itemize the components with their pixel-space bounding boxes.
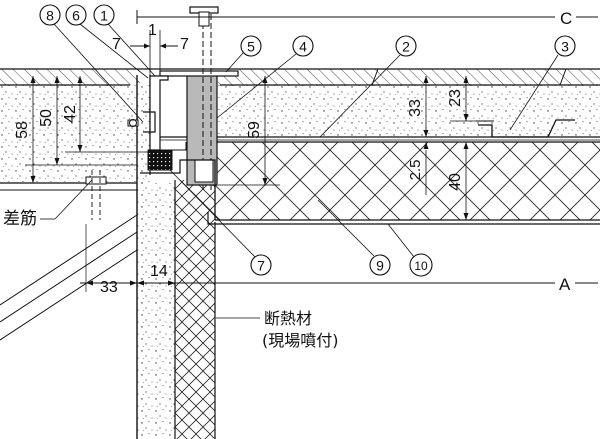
dim-7-right: 7 <box>180 36 189 53</box>
dim-2-5: 2.5 <box>407 160 424 181</box>
rebar-label: 差筋 <box>3 209 37 229</box>
svg-text:3: 3 <box>561 39 569 55</box>
marker-2: 2 <box>319 35 417 138</box>
slab-concrete-right <box>215 85 600 137</box>
marker-7: 7 <box>169 169 272 276</box>
line-c-label: C <box>560 9 572 28</box>
svg-text:5: 5 <box>247 39 255 55</box>
dim-50: 50 <box>38 109 55 127</box>
svg-text:8: 8 <box>46 8 54 24</box>
line-a-label: A <box>559 275 571 294</box>
marker-6: 6 <box>65 4 149 79</box>
svg-text:6: 6 <box>72 8 80 24</box>
marker-3: 3 <box>509 35 576 131</box>
svg-text:2: 2 <box>402 39 410 55</box>
marker-5: 5 <box>225 35 262 73</box>
wall-concrete-top <box>137 75 150 185</box>
dim-59: 59 <box>246 121 263 139</box>
svg-text:10: 10 <box>414 259 428 273</box>
marker-9: 9 <box>317 199 391 276</box>
dim-40: 40 <box>447 173 464 191</box>
marker-8: 8 <box>39 4 144 123</box>
foam-joint <box>147 149 173 171</box>
rebar-nut <box>85 176 107 185</box>
wall-concrete <box>137 183 175 439</box>
dim-42: 42 <box>62 105 79 123</box>
dim-58: 58 <box>14 121 31 139</box>
top-finish-hatch <box>0 69 600 85</box>
lower-bolt <box>194 159 214 183</box>
edge-channel <box>149 75 169 151</box>
svg-text:4: 4 <box>299 39 307 55</box>
dim-7-left: 7 <box>112 36 121 53</box>
marker-4: 4 <box>216 35 314 119</box>
top-bolt-nut <box>198 11 210 27</box>
slab-concrete-left <box>0 85 137 183</box>
dim-1: 1 <box>148 22 157 39</box>
insulation-note: (現場噴付) <box>262 331 339 350</box>
dim-14: 14 <box>150 263 168 280</box>
dim-33-horizontal: 33 <box>100 279 118 296</box>
insulation-label: 断熱材 <box>264 309 312 328</box>
dim-33-vertical: 33 <box>407 99 424 117</box>
marker-10: 10 <box>387 223 433 277</box>
marker-1: 1 <box>93 4 156 77</box>
dim-23: 23 <box>447 89 464 107</box>
insulation-board <box>215 142 600 220</box>
svg-text:9: 9 <box>376 258 384 274</box>
svg-text:1: 1 <box>100 8 108 24</box>
spray-insulation <box>175 180 215 439</box>
svg-text:7: 7 <box>257 258 265 274</box>
